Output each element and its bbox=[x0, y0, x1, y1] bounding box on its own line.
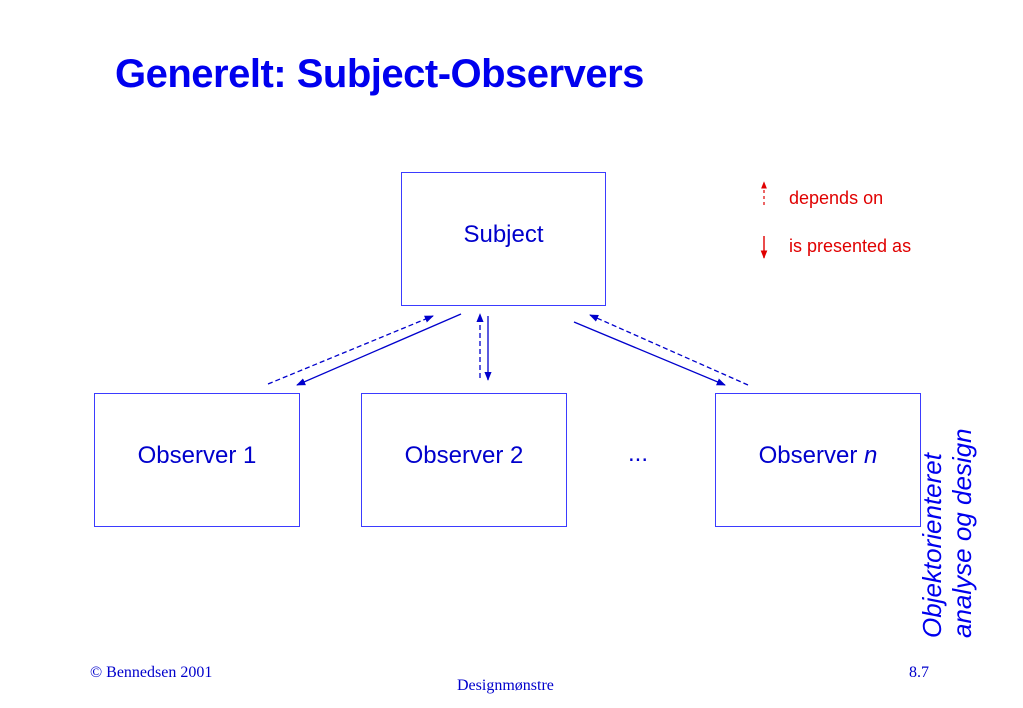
observer-1-label: Observer 1 bbox=[137, 442, 257, 469]
observer-2-label: Observer 2 bbox=[404, 442, 524, 469]
presents-arrow-observer-1 bbox=[296, 313, 462, 386]
observer-1-box: Observer 1 bbox=[94, 393, 300, 527]
observer-n-box: Observer n bbox=[715, 393, 921, 527]
ellipsis: ... bbox=[628, 440, 649, 467]
depends-arrow-observer-n bbox=[589, 314, 749, 386]
sidebar-course-title: Objektorienteret analyse og design bbox=[917, 428, 977, 638]
presents-arrow-observer-n bbox=[573, 321, 726, 386]
slide-title: Generelt: Subject-Observers bbox=[115, 52, 644, 96]
observer-n-label: Observer n bbox=[758, 442, 878, 469]
sidebar-line-1: Objektorienteret bbox=[917, 453, 947, 638]
subject-box: Subject bbox=[401, 172, 606, 306]
legend-depends-label: depends on bbox=[789, 188, 884, 208]
footer-copyright: © Bennedsen 2001 bbox=[90, 664, 213, 681]
footer-topic: Designmønstre bbox=[457, 677, 554, 694]
footer-page-number: 8.7 bbox=[909, 664, 929, 681]
depends-arrow-observer-1 bbox=[267, 315, 434, 385]
sidebar-line-2: analyse og design bbox=[947, 428, 977, 638]
legend-presented-label: is presented as bbox=[789, 236, 912, 256]
observer-2-box: Observer 2 bbox=[361, 393, 567, 527]
subject-label: Subject bbox=[463, 221, 544, 248]
